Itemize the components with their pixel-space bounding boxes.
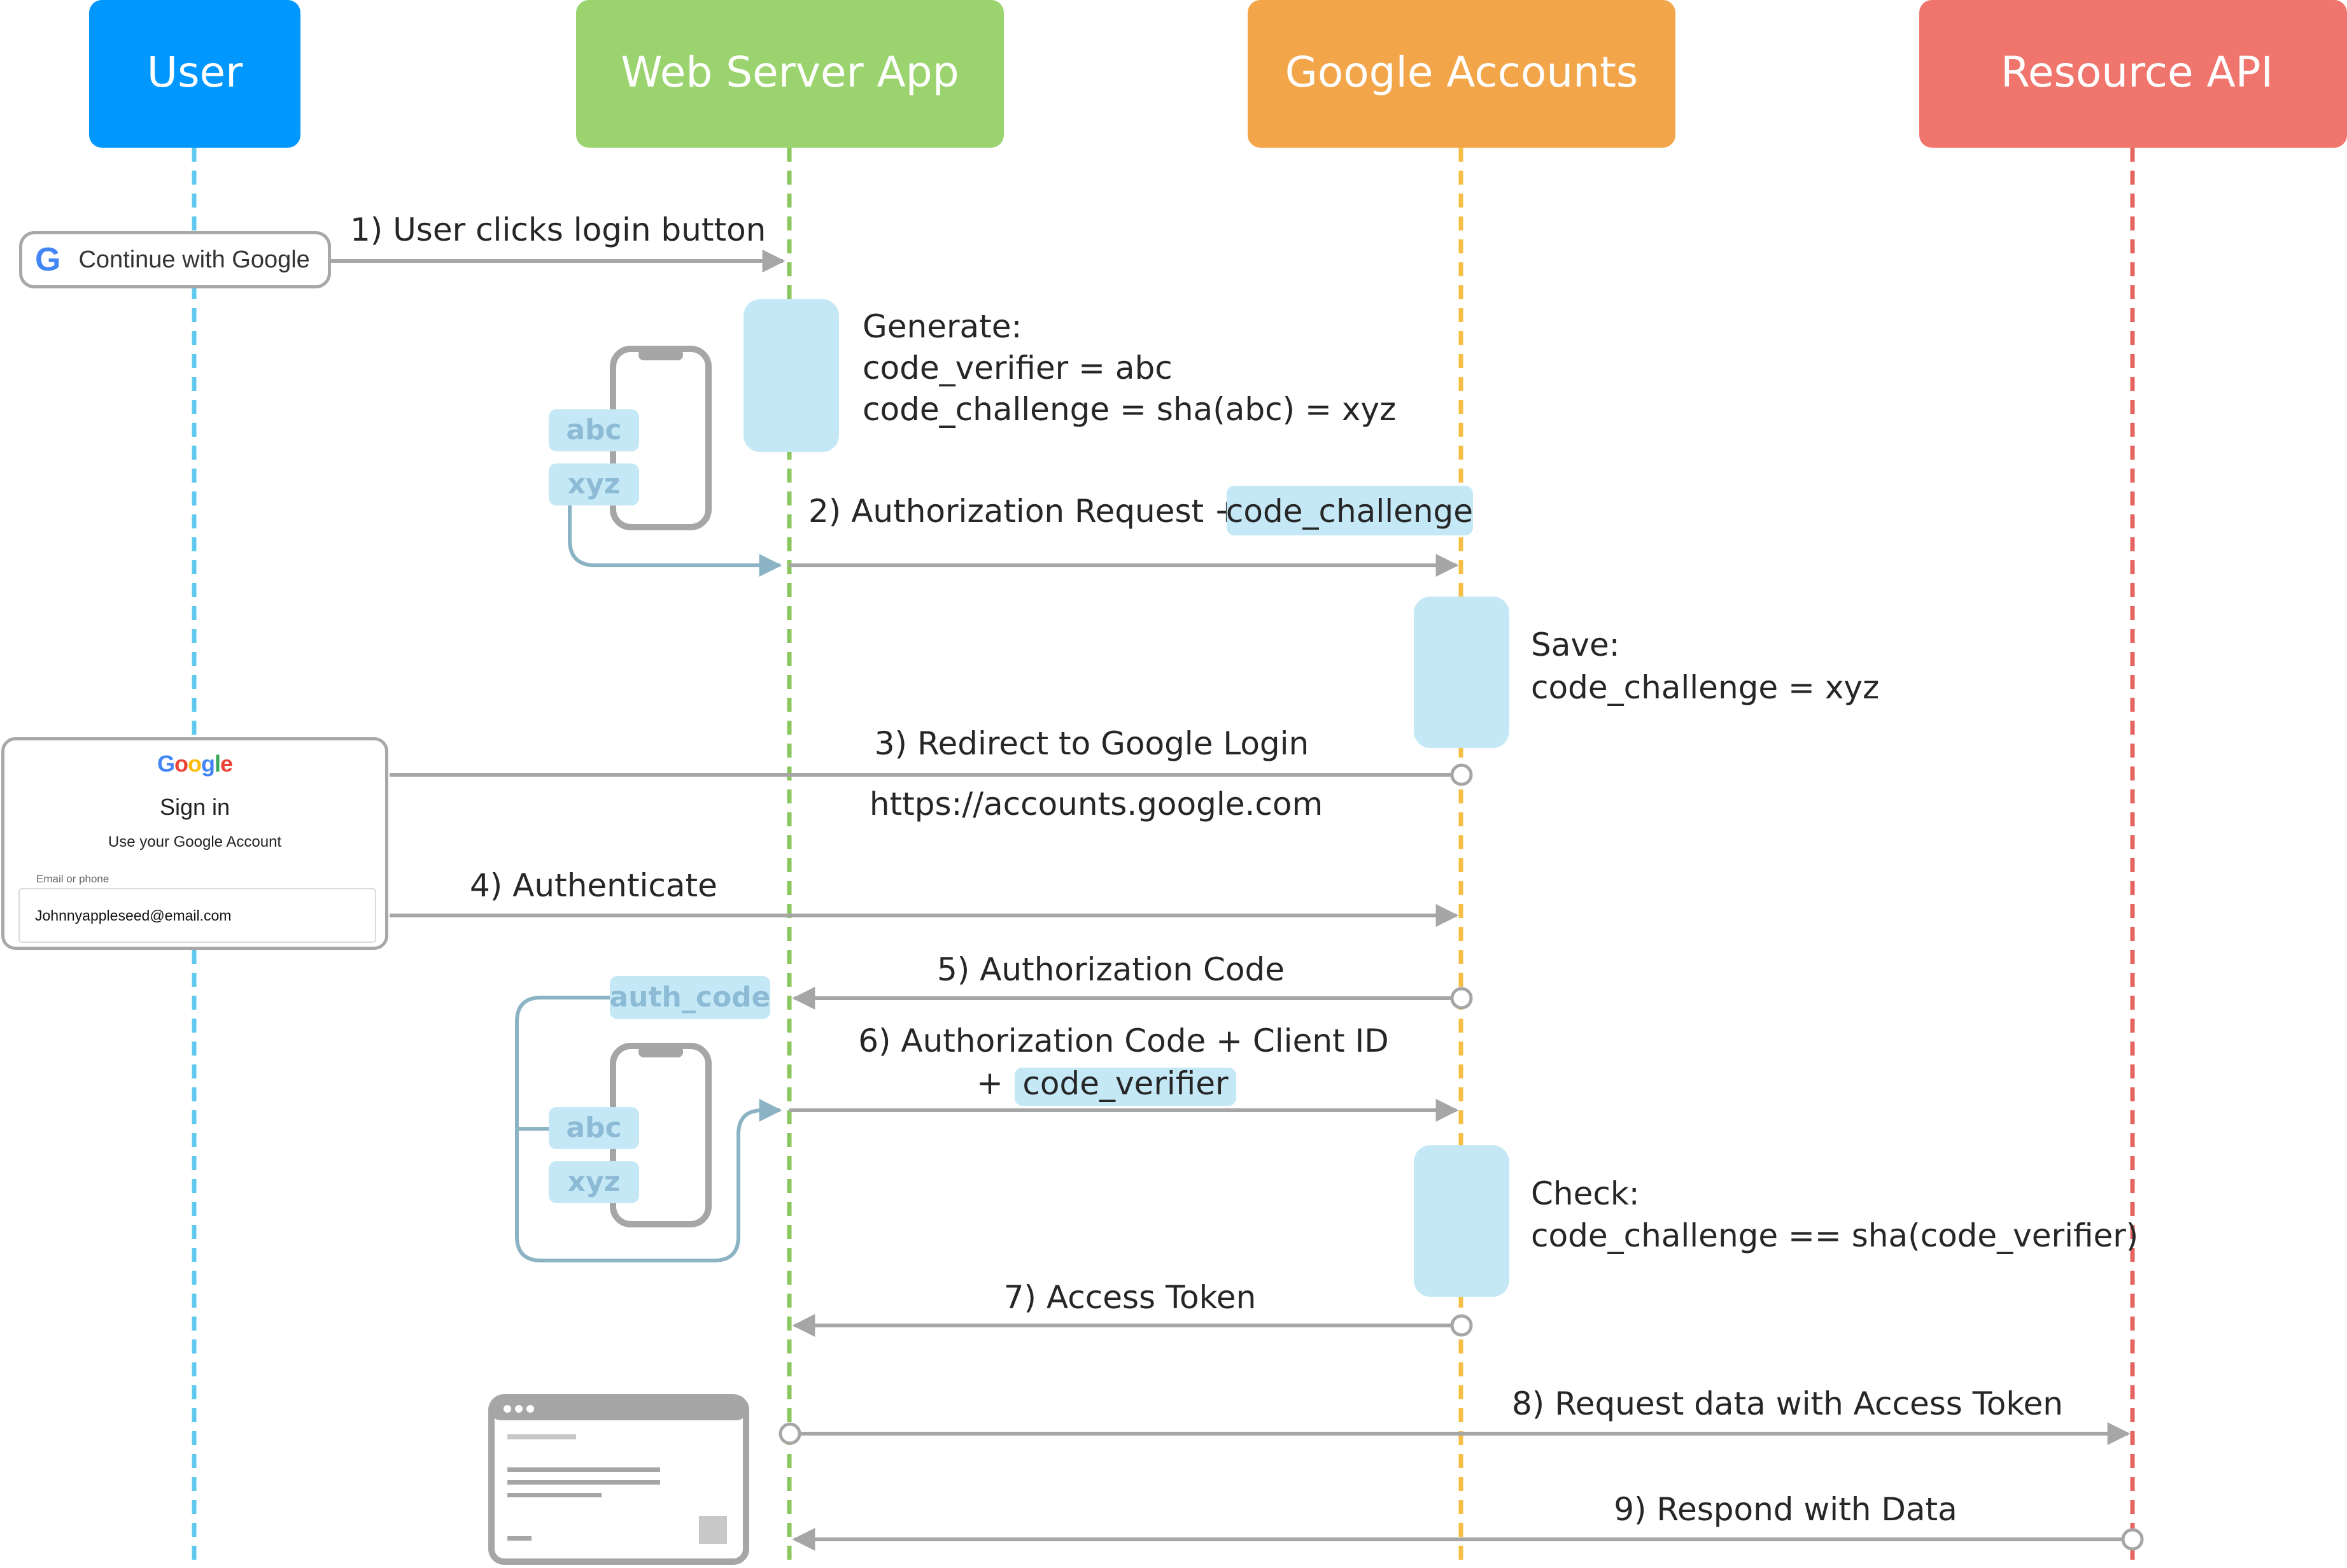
browser-square — [699, 1516, 727, 1544]
continue-with-google-button[interactable]: G Continue with Google — [19, 231, 331, 288]
step5-label: 5) Authorization Code — [937, 951, 1285, 988]
google-logo-letter: o — [187, 751, 202, 777]
chip-xyz — [549, 463, 639, 505]
step2-chip — [1227, 486, 1473, 535]
google-logo-letter: o — [174, 751, 188, 777]
note-generate-challenge: code_challenge = sha(abc) = xyz — [863, 391, 1396, 428]
browser-line-1 — [507, 1434, 576, 1439]
browser-dot-2 — [515, 1405, 523, 1413]
email-field[interactable]: Email or phone Johnnyappleseed@email.com — [18, 873, 376, 943]
webserver-activation-generate — [744, 299, 839, 452]
step6-chip-text: code_verifier — [1022, 1065, 1229, 1102]
step5-origin-dot — [1450, 987, 1473, 1010]
verifier-flow-line — [568, 503, 782, 577]
step9-label: 9) Respond with Data — [1614, 1491, 1957, 1528]
chip-xyz-2 — [549, 1161, 639, 1203]
auth-code-loop — [515, 996, 782, 1262]
step6-plus: + — [976, 1064, 1003, 1101]
chip-auth-code-text: auth_code — [609, 981, 770, 1014]
step1-label: 1) User clicks login button — [350, 211, 766, 248]
step9-origin-dot — [2121, 1528, 2144, 1551]
step7-origin-dot — [1450, 1314, 1473, 1337]
chip-abc — [549, 409, 639, 451]
note-generate-verifier: code_verifier = abc — [863, 350, 1173, 386]
lane-header-resource: Resource API — [1919, 0, 2347, 148]
google-logo: Google — [4, 751, 385, 777]
step2-label: 2) Authorization Request + — [808, 493, 1241, 530]
lane-label-resource: Resource API — [2001, 48, 2273, 97]
lane-header-webserver-box — [576, 0, 1004, 148]
chip-xyz-2-text: xyz — [568, 1166, 621, 1198]
chip-auth-code — [610, 976, 770, 1019]
lane-header-user: User — [89, 0, 300, 148]
email-field-label: Email or phone — [34, 873, 112, 886]
step2-chip-text: code_challenge — [1226, 493, 1473, 530]
browser-dot-1 — [504, 1405, 511, 1413]
signin-title: Sign in — [159, 794, 230, 820]
step3-url: https://accounts.google.com — [870, 786, 1323, 823]
google-logo-letter: l — [214, 751, 221, 777]
note-check-expression: code_challenge == sha(code_verifier) — [1531, 1217, 2138, 1254]
continue-with-google-label: Continue with Google — [78, 246, 310, 273]
chip-abc-2-text: abc — [566, 1112, 621, 1144]
lane-label-user: User — [147, 48, 243, 97]
phone-notch — [638, 349, 683, 360]
lane-header-user-box — [89, 0, 300, 148]
lane-label-webserver: Web Server App — [621, 48, 959, 97]
browser-window-titlebar — [491, 1397, 746, 1420]
note-generate-title: Generate: — [863, 308, 1022, 345]
lane-header-google: Google Accounts — [1248, 0, 1675, 148]
google-logo-letter: g — [201, 751, 215, 777]
browser-line-4 — [507, 1493, 602, 1497]
signin-subtitle: Use your Google Account — [108, 833, 282, 851]
google-activation-check — [1414, 1145, 1509, 1297]
step3-label: 3) Redirect to Google Login — [875, 725, 1309, 762]
lane-label-google: Google Accounts — [1285, 48, 1639, 97]
step4-label: 4) Authenticate — [470, 867, 717, 904]
note-check-title: Check: — [1531, 1175, 1640, 1212]
chip-abc-text: abc — [566, 414, 621, 446]
phone-notch-2 — [638, 1046, 683, 1057]
browser-line-2 — [507, 1467, 660, 1472]
browser-window-icon — [488, 1394, 749, 1565]
google-activation-save — [1414, 597, 1509, 748]
step3-origin-dot — [1450, 763, 1473, 786]
lane-header-google-box — [1248, 0, 1675, 148]
google-signin-card: Google Sign in Use your Google Account E… — [1, 737, 388, 950]
lane-header-webserver: Web Server App — [576, 0, 1004, 148]
lane-header-resource-box — [1919, 0, 2347, 148]
chip-xyz-text: xyz — [568, 468, 621, 500]
google-g-icon: G — [35, 241, 61, 278]
step7-label: 7) Access Token — [1004, 1279, 1257, 1316]
browser-line-3 — [507, 1480, 660, 1485]
step6-chip — [1015, 1068, 1236, 1106]
step8-origin-dot — [779, 1422, 801, 1445]
step6-label-line1: 6) Authorization Code + Client ID — [858, 1022, 1389, 1059]
note-save-challenge: code_challenge = xyz — [1531, 669, 1879, 706]
google-logo-letter: G — [157, 751, 175, 777]
step8-label: 8) Request data with Access Token — [1512, 1385, 2063, 1422]
google-logo-letter: e — [220, 751, 233, 777]
browser-line-5 — [507, 1536, 532, 1541]
email-field-value: Johnnyappleseed@email.com — [35, 907, 232, 924]
note-save-title: Save: — [1531, 626, 1620, 663]
browser-dot-3 — [526, 1405, 534, 1413]
chip-abc-2 — [549, 1107, 639, 1149]
